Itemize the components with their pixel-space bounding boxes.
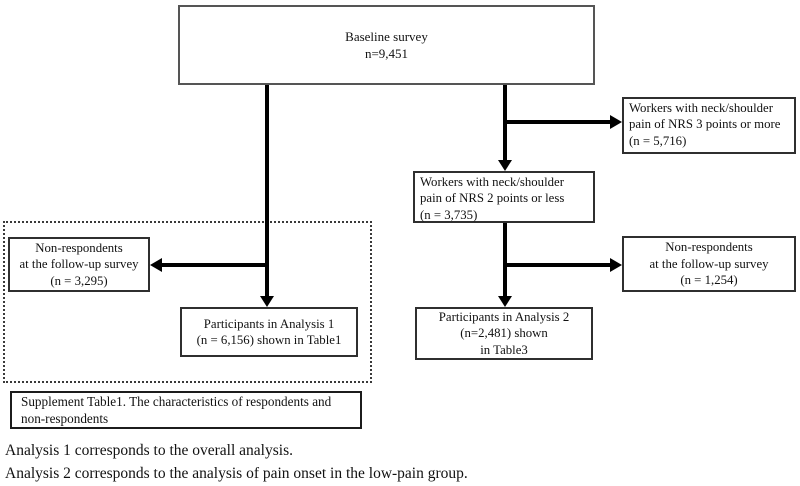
connector-branch-to-highpain — [505, 120, 611, 124]
connector-branch-to-nonrespondents-left — [162, 263, 267, 267]
analysis1-n: (n = 6,156) shown in Table1 — [196, 333, 342, 347]
nonrespondents-right-n: (n = 1,254) — [680, 273, 738, 288]
footnotes: Analysis 1 corresponds to the overall an… — [5, 440, 468, 485]
supplement-table-box: Supplement Table1. The characteristics o… — [10, 391, 362, 429]
arrowhead-down-analysis1 — [260, 296, 274, 307]
nonrespondents-left-box: Non-respondents at the follow-up survey … — [8, 237, 150, 292]
high-pain-line2: pain of NRS 3 points or more — [629, 117, 781, 132]
analysis1-box: Participants in Analysis 1 (n = 6,156) s… — [180, 307, 358, 357]
nonrespondents-right-line2: at the follow-up survey — [649, 256, 769, 271]
arrowhead-right-highpain — [610, 115, 622, 129]
low-pain-box: Workers with neck/shoulder pain of NRS 2… — [413, 171, 595, 223]
analysis2-box: Participants in Analysis 2 (n=2,481) sho… — [415, 307, 593, 360]
baseline-survey-label: Baseline survey — [345, 29, 428, 44]
low-pain-n: (n = 3,735) — [420, 207, 478, 222]
arrowhead-left-nonrespondents — [150, 258, 162, 272]
arrowhead-down-lowpain — [498, 160, 512, 171]
nonrespondents-left-n: (n = 3,295) — [50, 273, 108, 288]
connector-branch-to-nonrespondents-right — [505, 263, 610, 267]
analysis2-line3: in Table3 — [480, 342, 528, 357]
baseline-survey-box: Baseline survey n=9,451 — [178, 5, 595, 85]
supplement-line2: non-respondents — [21, 410, 109, 426]
footnote-analysis2: Analysis 2 corresponds to the analysis o… — [5, 464, 468, 482]
connector-baseline-to-analysis1 — [265, 85, 269, 296]
baseline-survey-n: n=9,451 — [364, 46, 409, 61]
nonrespondents-left-line2: at the follow-up survey — [19, 257, 139, 272]
arrowhead-down-analysis2 — [498, 296, 512, 307]
analysis2-line1: Participants in Analysis 2 — [438, 309, 570, 324]
nonrespondents-right-line1: Non-respondents — [665, 240, 753, 255]
analysis1-line1: Participants in Analysis 1 — [203, 316, 335, 331]
footnote-analysis1: Analysis 1 corresponds to the overall an… — [5, 442, 293, 459]
arrowhead-right-nonrespondents — [610, 258, 622, 272]
connector-lowpain-to-analysis2 — [503, 223, 507, 296]
analysis2-n: (n=2,481) shown — [460, 326, 548, 341]
high-pain-line1: Workers with neck/shoulder — [629, 101, 773, 115]
dotted-region-respondent-comparison — [3, 221, 372, 383]
low-pain-line2: pain of NRS 2 points or less — [420, 191, 565, 206]
supplement-line1: Supplement Table1. The characteristics o… — [21, 394, 332, 409]
nonrespondents-right-box: Non-respondents at the follow-up survey … — [622, 236, 796, 292]
high-pain-excluded-box: Workers with neck/shoulder pain of NRS 3… — [622, 97, 796, 154]
nonrespondents-left-line1: Non-respondents — [35, 240, 123, 255]
high-pain-n: (n = 5,716) — [629, 133, 687, 148]
low-pain-line1: Workers with neck/shoulder — [420, 175, 564, 189]
